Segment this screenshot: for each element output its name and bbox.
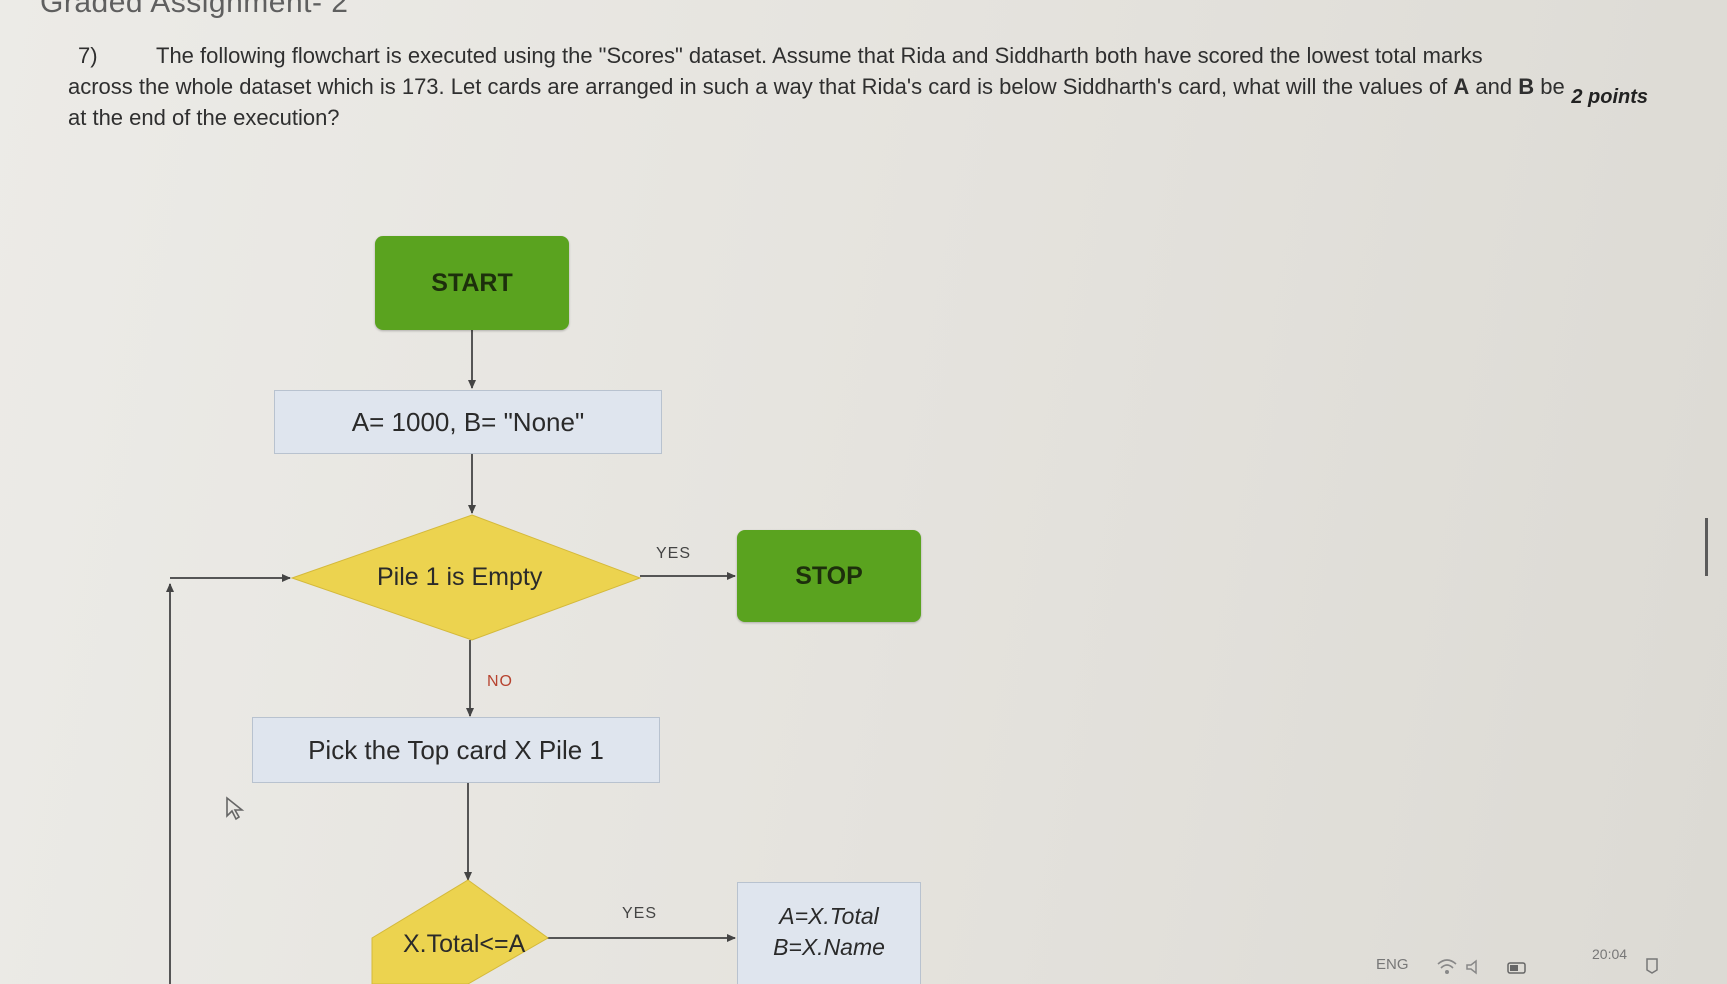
stop-node: STOP	[737, 530, 921, 622]
decision2-yes-label: YES	[622, 905, 658, 922]
language-indicator[interactable]: ENG	[1376, 956, 1409, 973]
notification-icon[interactable]	[1643, 956, 1661, 976]
volume-icon[interactable]	[1465, 959, 1483, 975]
battery-icon[interactable]	[1507, 961, 1529, 975]
decision-pile-empty-label: Pile 1 is Empty	[377, 563, 543, 591]
decision-pile-empty-shape	[290, 514, 642, 641]
init-node: A= 1000, B= "None"	[274, 390, 662, 454]
decision1-no-label: NO	[487, 673, 513, 690]
points-badge: 2 points	[1571, 86, 1648, 108]
be-word: be	[1540, 74, 1565, 99]
pick-card-node: Pick the Top card X Pile 1	[252, 717, 660, 783]
stop-label: STOP	[795, 561, 863, 590]
decision-total-shape	[371, 879, 549, 984]
question-line-3: at the end of the execution?	[68, 105, 340, 130]
init-label: A= 1000, B= "None"	[351, 406, 585, 437]
decision-total-label: X.Total<=A	[403, 930, 526, 958]
and-word: and	[1475, 74, 1513, 99]
question-line-1: The following flowchart is executed usin…	[156, 43, 1483, 68]
start-node: START	[375, 236, 569, 330]
assign-node: A=X.Total B=X.Name	[737, 882, 921, 984]
assign-name-line: B=X.Name	[773, 934, 885, 960]
pick-card-label: Pick the Top card X Pile 1	[308, 734, 604, 765]
page-title: Graded Assignment- 2	[40, 0, 349, 19]
start-label: START	[431, 268, 513, 297]
decision1-yes-label: YES	[656, 545, 692, 562]
assign-total-line: A=X.Total	[779, 903, 879, 929]
clock-time[interactable]: 20:04	[1592, 946, 1628, 962]
mouse-pointer-icon	[226, 796, 245, 821]
variable-b: B	[1518, 74, 1535, 99]
question-line-2-text: across the whole dataset which is 173. L…	[68, 74, 1448, 99]
question-line-2: across the whole dataset which is 173. L…	[68, 71, 1565, 102]
scrollbar-thumb[interactable]	[1705, 518, 1708, 576]
variable-a: A	[1453, 74, 1470, 99]
question-number: 7)	[78, 43, 98, 68]
wifi-icon[interactable]	[1436, 958, 1458, 976]
